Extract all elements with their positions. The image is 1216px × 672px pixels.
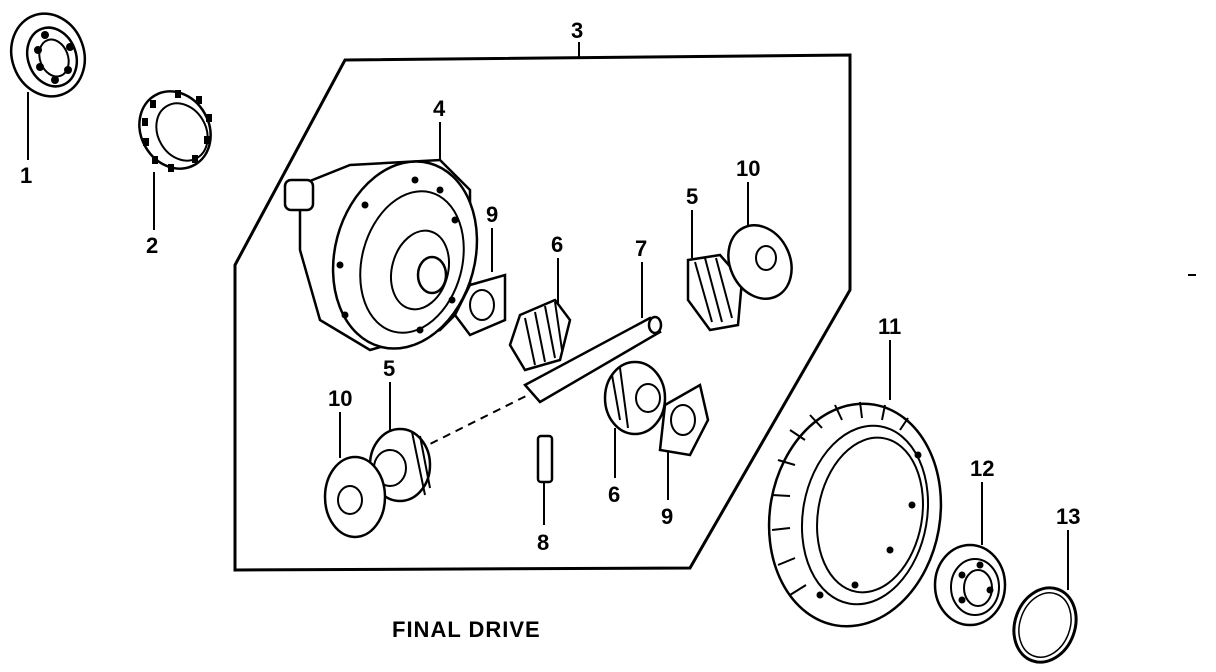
part-11-ring-gear: [767, 401, 943, 628]
part-6-pinion-lower: [603, 360, 667, 436]
callout-10-upper: 10: [736, 156, 760, 181]
callout-12: 12: [970, 456, 994, 481]
part-1-bearing: [9, 12, 87, 98]
part-9-washer-lower: [658, 383, 710, 457]
part-10-washer-upper: [727, 224, 793, 300]
part-9-washer-upper: [453, 273, 507, 337]
callout-6-lower: 6: [608, 482, 620, 507]
part-10-washer-lower: [323, 455, 387, 539]
callout-1: 1: [20, 163, 32, 188]
callout-2: 2: [146, 233, 158, 258]
callout-13: 13: [1056, 504, 1080, 529]
part-4-differential-case: [283, 158, 479, 352]
callout-9-upper: 9: [486, 202, 498, 227]
alignment-dashed-line: [417, 394, 529, 451]
part-2-race: [138, 90, 212, 172]
part-5-side-gear-upper: [686, 253, 744, 332]
callout-3: 3: [571, 18, 583, 43]
callout-7: 7: [635, 236, 647, 261]
part-7-pinion-shaft: [523, 315, 663, 404]
callout-4: 4: [433, 96, 446, 121]
part-6-pinion-upper: [508, 298, 572, 372]
part-13-snap-ring: [1012, 586, 1078, 664]
diagram-caption: FINAL DRIVE: [392, 617, 541, 642]
callout-5-upper: 5: [686, 184, 698, 209]
part-12-bearing: [933, 543, 1007, 627]
callout-10-lower: 10: [328, 386, 352, 411]
callout-6-upper: 6: [551, 232, 563, 257]
callout-11: 11: [878, 314, 901, 339]
callout-9-lower: 9: [661, 504, 673, 529]
assembly-outline: [233, 53, 852, 572]
callout-5-lower: 5: [383, 356, 395, 381]
callout-8: 8: [537, 530, 549, 555]
part-8-roll-pin: [536, 434, 554, 484]
